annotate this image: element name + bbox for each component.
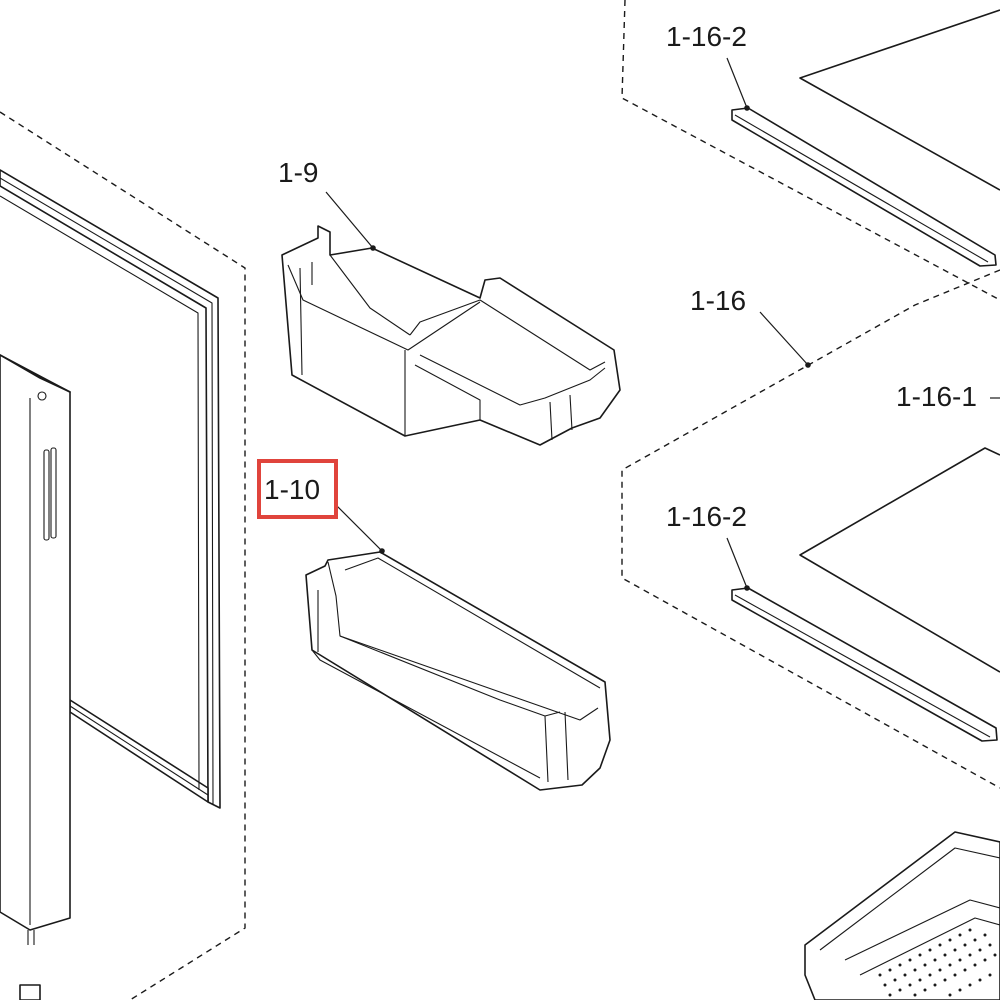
callout-1-16-1: 1-16-1 — [896, 381, 977, 412]
leader-dot-1-9 — [370, 245, 376, 251]
callout-1-16-2-bottom: 1-16-2 — [666, 501, 747, 532]
leader-dot-1-10 — [379, 548, 385, 554]
glass-shelf-1-16-1 — [799, 447, 1000, 673]
door-bin-1-10 — [305, 551, 611, 791]
crisper-tray — [804, 831, 1000, 1000]
door-panel — [0, 354, 71, 1000]
door-liner-frame — [0, 169, 221, 809]
callout-1-16-2-top: 1-16-2 — [666, 21, 747, 52]
door-assembly-boundary — [0, 111, 246, 1000]
callout-1-9: 1-9 — [278, 157, 318, 188]
crisper-tray-perforations — [878, 928, 997, 997]
leader-dot-1-16-2-top — [744, 105, 750, 111]
leader-dot-1-16-2-bottom — [744, 585, 750, 591]
leader-1-10 — [335, 504, 383, 552]
leader-dot-1-16 — [805, 362, 811, 368]
door-bin-1-9 — [281, 225, 621, 446]
leader-lines — [325, 57, 1000, 591]
callout-highlight-box — [257, 459, 338, 519]
leader-1-9 — [325, 191, 374, 249]
leader-1-16-2-top — [726, 57, 748, 109]
top-glass-shelf — [799, 9, 1000, 191]
callout-1-16: 1-16 — [690, 285, 746, 316]
callout-1-10: 1-10 — [264, 474, 320, 505]
leader-1-16 — [759, 311, 809, 366]
leader-1-16-2-bottom — [726, 537, 748, 589]
